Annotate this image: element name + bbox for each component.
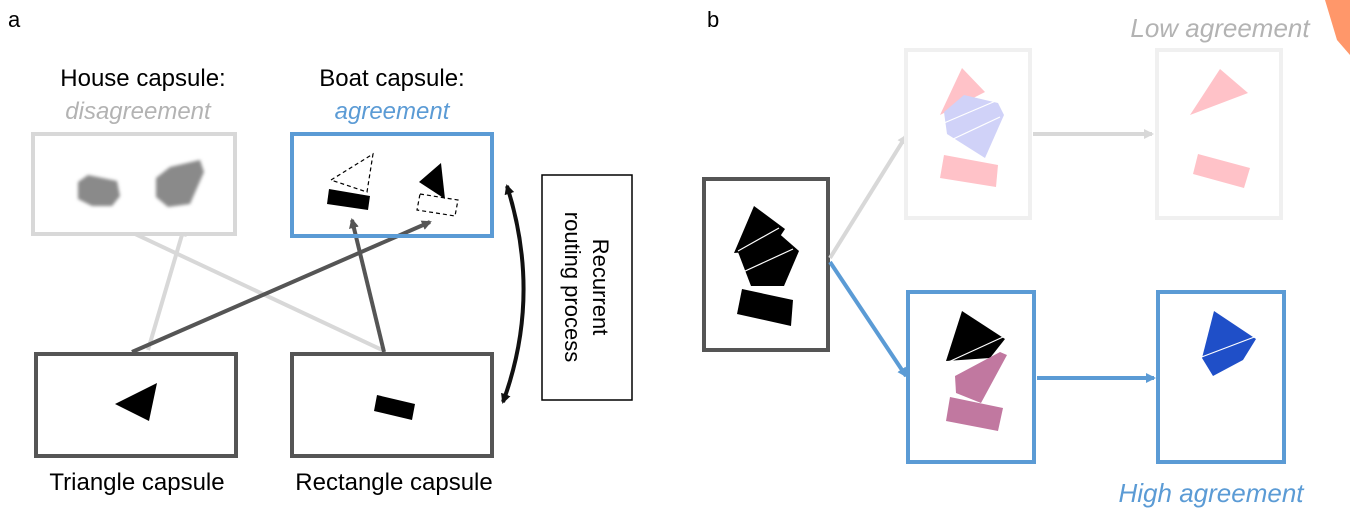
rectangle-to-boat-arrow bbox=[349, 218, 386, 353]
rectangle-shape bbox=[374, 395, 415, 420]
predicted-triangle-dashed bbox=[329, 152, 374, 193]
branch-to-high-arrow bbox=[828, 260, 908, 378]
routing-process-box bbox=[541, 174, 633, 401]
high-agreement-label: High agreement bbox=[1119, 478, 1306, 508]
boat-capsule-state: agreement bbox=[335, 98, 451, 125]
low-output-pink-rectangle bbox=[1193, 154, 1250, 188]
input-split-line-1 bbox=[737, 227, 780, 252]
low-output-pink-triangle bbox=[1190, 69, 1248, 115]
boat-sail-triangle bbox=[419, 163, 445, 199]
rectangle-to-house-arrow bbox=[116, 224, 383, 352]
recurrent-routing-arrow bbox=[501, 184, 526, 404]
rectangle-capsule-label: Rectangle capsule bbox=[295, 469, 492, 496]
high-parse-magenta-shape bbox=[955, 352, 1007, 403]
house-capsule-box bbox=[31, 132, 237, 236]
house-capsule-state: disagreement bbox=[65, 98, 212, 125]
house-capsule-title: House capsule: bbox=[60, 65, 225, 92]
panel-a-letter: a bbox=[8, 7, 21, 32]
routing-process-line1: Recurrent bbox=[588, 239, 613, 336]
input-middle-shape bbox=[738, 230, 799, 286]
predicted-rectangle-dashed bbox=[416, 193, 459, 217]
low-parse-pink-triangle bbox=[940, 68, 985, 115]
boat-capsule-title: Boat capsule: bbox=[319, 65, 464, 92]
triangle-to-boat-arrow bbox=[131, 220, 432, 354]
low-parse-split-line-1 bbox=[943, 99, 999, 124]
low-parse-split-line-2 bbox=[950, 116, 1001, 141]
high-parse-magenta-rectangle bbox=[946, 397, 1003, 431]
low-parse-lavender-shape bbox=[944, 95, 1004, 158]
input-bottom-rectangle bbox=[737, 289, 793, 326]
high-output-blue-boat bbox=[1202, 311, 1256, 376]
high-output-split-line bbox=[1198, 335, 1258, 359]
input-split-line-2 bbox=[742, 248, 794, 273]
boat-hull-rectangle bbox=[327, 189, 370, 210]
triangle-shape bbox=[115, 383, 157, 421]
low-parse-pink-rectangle bbox=[940, 155, 998, 187]
boat-capsule-box bbox=[290, 132, 494, 238]
triangle-capsule-label: Triangle capsule bbox=[49, 469, 224, 496]
branch-to-low-arrow bbox=[828, 134, 908, 260]
house-capsule-blurry-shapes bbox=[78, 160, 204, 207]
panel-b-letter: b bbox=[707, 7, 719, 32]
high-parse-black-shape bbox=[946, 311, 1005, 361]
high-parse-split-line bbox=[943, 336, 1004, 365]
corner-accent bbox=[1325, 0, 1350, 55]
low-agreement-label: Low agreement bbox=[1130, 13, 1311, 43]
routing-process-line2: routing process bbox=[560, 212, 585, 362]
triangle-to-house-arrow bbox=[146, 226, 187, 351]
